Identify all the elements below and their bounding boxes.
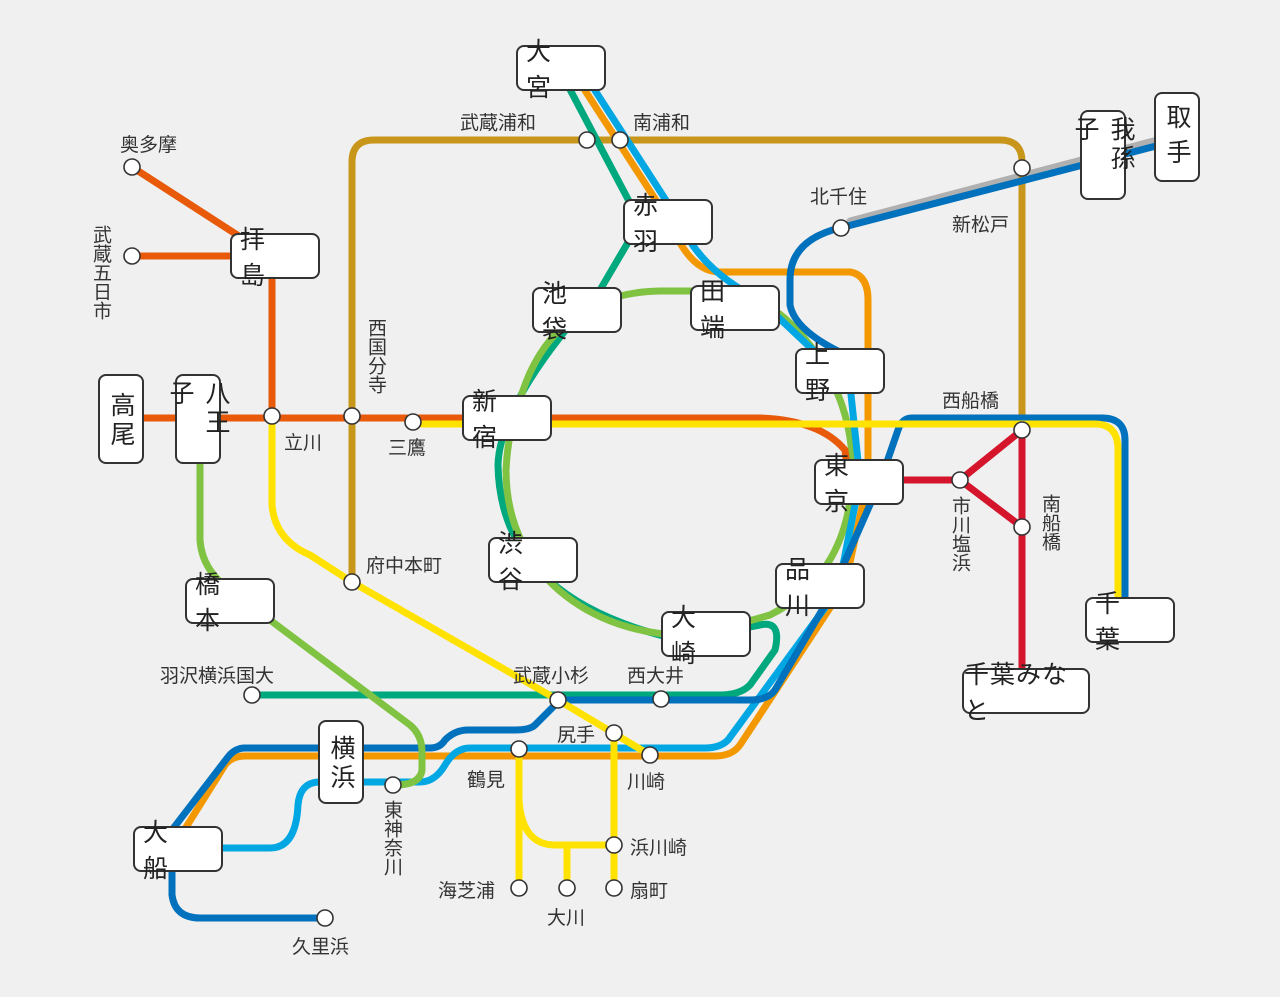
- label-musashi-kosugi: 武蔵小杉: [513, 665, 590, 687]
- station-ofuna[interactable]: 大 船: [133, 818, 223, 883]
- label-minami-funabashi: 南船橋: [1039, 494, 1061, 551]
- label-shin-matsudo: 新松戸: [952, 214, 1010, 236]
- station-toride[interactable]: 取手: [1154, 92, 1200, 182]
- station-shinjuku[interactable]: 新 宿: [462, 387, 552, 452]
- label-hama-kawasaki: 浜川崎: [630, 837, 688, 859]
- station-osaki[interactable]: 大 崎: [661, 603, 751, 668]
- station-omiya[interactable]: 大 宮: [516, 37, 606, 102]
- station-tokyo[interactable]: 東 京: [814, 451, 904, 516]
- label-ichikawa-shiohama: 市川塩浜: [949, 496, 971, 572]
- station-tabata[interactable]: 田 端: [690, 277, 780, 342]
- station-shinagawa[interactable]: 品 川: [775, 555, 865, 620]
- label-kurihama: 久里浜: [292, 936, 350, 958]
- label-umi-shibaura: 海芝浦: [438, 880, 496, 902]
- label-shirite: 尻手: [557, 724, 596, 746]
- line-yokohama: [196, 451, 426, 789]
- label-nishi-funabashi: 西船橋: [942, 390, 1000, 412]
- label-nishi-oi: 西大井: [627, 665, 685, 687]
- station-shibuya[interactable]: 渋 谷: [488, 529, 578, 594]
- line-musashino: [348, 136, 1026, 586]
- label-ogimachi: 扇町: [630, 880, 669, 902]
- station-yokohama[interactable]: 横浜: [318, 720, 364, 804]
- label-higashi-kanagawa: 東神奈川: [381, 800, 403, 876]
- line-tokaido: [174, 71, 872, 844]
- line-keiyo: [901, 426, 1026, 672]
- label-minami-urawa: 南浦和: [633, 112, 691, 134]
- label-nishi-kokubunji: 西国分寺: [365, 318, 387, 394]
- station-abiko[interactable]: 我孫子: [1071, 110, 1136, 200]
- line-joban: [786, 141, 1164, 356]
- station-takao[interactable]: 高尾: [98, 374, 144, 464]
- station-hashimoto[interactable]: 橋 本: [185, 570, 275, 635]
- label-hazawa: 羽沢横浜国大: [160, 665, 275, 687]
- label-musashi-itsukaichi: 武蔵五日市: [90, 225, 112, 320]
- label-mitaka: 三鷹: [388, 437, 427, 459]
- line-yokosuka-sobu: [168, 414, 1129, 922]
- label-kawasaki: 川崎: [627, 771, 666, 793]
- label-musashi-urawa: 武蔵浦和: [460, 112, 537, 134]
- station-dots: [123, 131, 1031, 927]
- line-chuo: [116, 163, 852, 479]
- station-akabane[interactable]: 赤 羽: [623, 191, 713, 256]
- station-ueno[interactable]: 上 野: [795, 340, 885, 405]
- label-tachikawa: 立川: [284, 432, 323, 454]
- label-tsurumi: 鶴見: [467, 769, 506, 791]
- line-nambu: [268, 412, 654, 759]
- line-sobu: [409, 420, 1122, 604]
- label-okutama: 奥多摩: [120, 134, 178, 156]
- label-okawa: 大川: [547, 907, 586, 929]
- station-chiba[interactable]: 千 葉: [1085, 589, 1175, 654]
- station-hachioji[interactable]: 八王子: [166, 374, 231, 464]
- station-haijima[interactable]: 拝 島: [230, 225, 320, 290]
- line-yamanote: [502, 287, 856, 639]
- line-tsurumi: [515, 728, 618, 892]
- station-ikebukuro[interactable]: 池 袋: [532, 279, 622, 344]
- station-chiba-minato[interactable]: 千葉みなと: [962, 660, 1090, 725]
- label-kita-senju: 北千住: [810, 186, 868, 208]
- label-fuchu-hommachi: 府中本町: [366, 555, 443, 577]
